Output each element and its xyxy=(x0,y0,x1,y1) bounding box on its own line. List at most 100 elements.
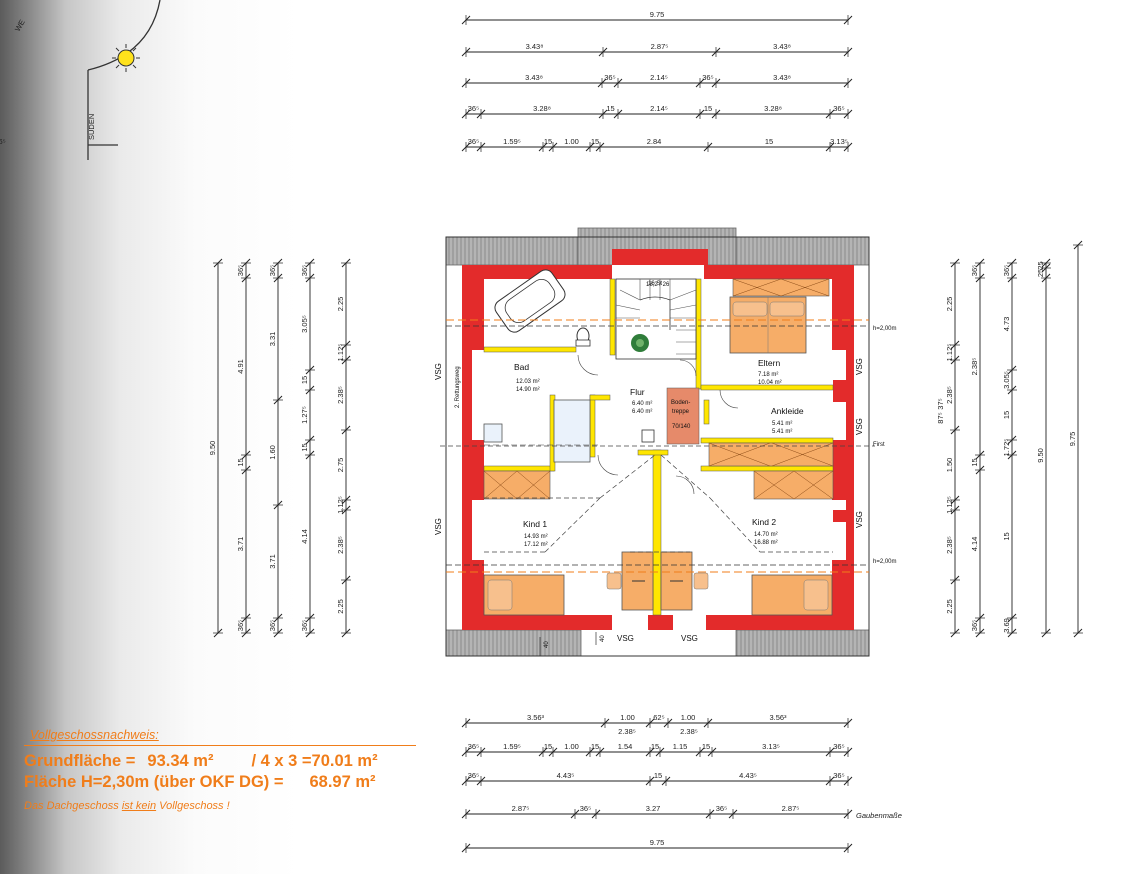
dimension-label: 36⁵ xyxy=(236,620,245,631)
dimension-label: 3.69 xyxy=(1002,618,1011,633)
floor-area-calc: / 4 x 3 =70.01 m² xyxy=(251,752,378,770)
roof-band-top-right xyxy=(735,236,870,266)
plant-icon xyxy=(631,334,649,352)
dimension-label: 2.14⁵ xyxy=(650,104,668,113)
dimension-label: 3.43⁸ xyxy=(773,73,791,82)
dimension-label: 36⁵ xyxy=(268,265,277,276)
dimension-label: 1.59⁵ xyxy=(503,137,521,146)
dimension-label: 3.71 xyxy=(268,554,277,569)
dimension-label: 25 xyxy=(1036,261,1045,269)
room-name-flur: Flur xyxy=(630,387,645,397)
dimension-label: 3.27 xyxy=(646,804,661,813)
dimension-label: 1.00 xyxy=(564,742,579,751)
room-area1-ankleide: 5.41 m² xyxy=(772,421,792,427)
dimension-label: 1.00 xyxy=(620,713,635,722)
dormer-dims-label: Gaubenmaße xyxy=(856,811,902,820)
dimension-label: 4.14 xyxy=(300,529,309,544)
attic-hatch-label-3: 70/140 xyxy=(672,424,691,430)
dimension-label: 2.25 xyxy=(945,599,954,614)
dimension-label: 15 xyxy=(591,742,599,751)
dimension-label: 36⁵ xyxy=(833,104,844,113)
small-dim-label: 40 xyxy=(544,641,550,648)
dimension-label: 9.75 xyxy=(650,838,665,847)
room-name-kind1: Kind 1 xyxy=(523,519,547,529)
dimension-label: 36⁵ xyxy=(702,73,713,82)
notes-title: Vollgeschossnachweis: xyxy=(30,728,159,742)
dimension-label: 37⁵ xyxy=(936,398,945,409)
dimension-label: 4.14 xyxy=(970,537,979,552)
dimension-label: 36⁵ xyxy=(0,0,6,2)
door-swings xyxy=(577,354,739,495)
dimension-label: 1.00 xyxy=(681,713,696,722)
dimension-label: 9.75 xyxy=(650,10,665,19)
dimension-label: 4.43⁵ xyxy=(739,771,757,780)
wardrobes xyxy=(483,278,834,500)
building-outline xyxy=(445,236,870,657)
dimension-label: 2.75 xyxy=(336,458,345,473)
roof-band-top-left xyxy=(445,236,579,266)
roof-band-bottom-left xyxy=(445,629,582,657)
dimension-label: 36⁵ xyxy=(468,104,479,113)
height-lines-black xyxy=(446,325,869,566)
notes-line-1: Grundfläche = 93.34 m² / 4 x 3 =70.01 m² xyxy=(24,752,444,771)
dimension-label: 3.28⁸ xyxy=(533,104,551,113)
dimension-label: 1.59⁵ xyxy=(503,742,521,751)
dimension-label: 1.27⁵ xyxy=(300,406,309,424)
dimension-label: 2.14⁵ xyxy=(650,73,668,82)
room-area1-kind1: 14.93 m² xyxy=(524,534,548,540)
room-area2-kind2: 16.88 m² xyxy=(754,540,778,546)
dimension-label: 9.50 xyxy=(1036,448,1045,463)
height-label: h=2,00m xyxy=(873,326,897,332)
dimension-label: 36⁵ xyxy=(580,804,591,813)
sink-icon xyxy=(483,423,503,443)
room-name-ankleide: Ankleide xyxy=(771,406,804,416)
wardrobe-crosses xyxy=(483,278,834,500)
dimension-label: 3.43⁸ xyxy=(773,42,791,51)
room-area1-kind2: 14.70 m² xyxy=(754,532,778,538)
bed-icon xyxy=(751,574,833,616)
vsg-label: VSG xyxy=(681,634,698,643)
dimension-label: 36⁵ xyxy=(268,620,277,631)
vsg-label: VSG xyxy=(434,518,443,535)
notes-rule xyxy=(24,745,416,746)
dimension-label: 15 xyxy=(1002,411,1011,419)
dimension-label: 1.54 xyxy=(618,742,633,751)
compass-arc xyxy=(87,0,161,71)
dimension-label: 3.28⁸ xyxy=(764,104,782,113)
dimension-label: 36⁵ xyxy=(300,265,309,276)
dimension-label: 3.71 xyxy=(236,537,245,552)
room-name-bad: Bad xyxy=(514,362,529,372)
dimension-label: 15 xyxy=(300,443,309,451)
notes-line-2: Fläche H=2,30m (über OKF DG) = 68.97 m² xyxy=(24,773,444,792)
room-area2-bad: 14.90 m² xyxy=(516,387,540,393)
dimension-label: 2.38⁵ xyxy=(945,386,954,404)
dimension-label: 3.13⁵ xyxy=(830,137,848,146)
escape-route-label: 2. Rettungsweg xyxy=(455,366,461,408)
dimension-label: 3.13⁵ xyxy=(762,742,780,751)
attic-hatch xyxy=(666,387,700,445)
dimension-label: 15 xyxy=(765,137,773,146)
dimension-label: 15 xyxy=(236,458,245,466)
toilet-icon xyxy=(575,327,591,347)
dimension-label: 36⁵ xyxy=(300,620,309,631)
dimension-label: 3.43⁸ xyxy=(526,42,544,51)
dimension-label: 2.87⁵ xyxy=(512,804,530,813)
desk-icon xyxy=(606,551,654,611)
dimension-label: 2.38⁵ xyxy=(680,727,698,736)
dimension-label: 9.50 xyxy=(208,441,217,456)
dimension-label: 15 xyxy=(591,137,599,146)
dimension-label: 36⁵ xyxy=(1002,265,1011,276)
compass: SÜDEN WE xyxy=(13,0,161,160)
footer-emph: ist kein xyxy=(121,800,157,812)
height-area-value: 68.97 m² xyxy=(309,773,376,791)
dimension-label: 3.05⁵ xyxy=(300,315,309,333)
compass-west-label: WE xyxy=(13,18,27,33)
dimension-label: 15 xyxy=(300,376,309,384)
compass-south-label: SÜDEN xyxy=(87,114,96,140)
room-area1-eltern: 7.18 m² xyxy=(758,372,778,378)
dimension-label: 2.38⁵ xyxy=(618,727,636,736)
footer-post: Vollgeschoss ! xyxy=(159,800,230,812)
bed-icon xyxy=(483,574,565,616)
